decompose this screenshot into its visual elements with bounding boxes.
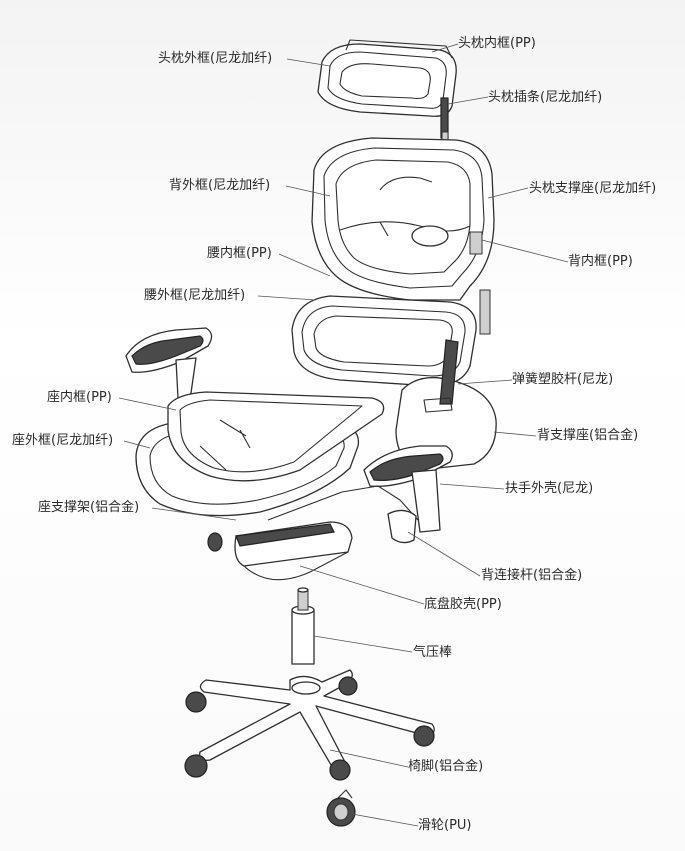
gas-lift-part — [291, 587, 315, 665]
label-headrest-outer-frame: 头枕外框(尼龙加纤) — [158, 51, 273, 66]
back-part — [311, 137, 495, 301]
label-headrest-insert-bar: 头枕插条(尼龙加纤) — [488, 90, 603, 105]
headrest-part — [317, 39, 457, 159]
label-seat-outer-frame: 座外框(尼龙加纤) — [12, 433, 114, 448]
label-back-connecting-rod: 背连接杆(铝合金) — [481, 568, 583, 583]
label-gas-lift: 气压棒 — [413, 645, 453, 660]
label-lumbar-inner-frame: 腰内框(PP) — [207, 246, 272, 261]
mechanism-part — [207, 485, 419, 581]
label-seat-inner-frame: 座内框(PP) — [47, 390, 112, 405]
label-spring-rod: 弹簧塑胶杆(尼龙) — [512, 372, 614, 387]
label-lumbar-outer-frame: 腰外框(尼龙加纤) — [144, 288, 246, 303]
label-back-outer-frame: 背外框(尼龙加纤) — [169, 178, 271, 193]
label-headrest-inner-frame: 头枕内框(PP) — [458, 36, 536, 51]
label-back-support-seat: 背支撑座(铝合金) — [537, 428, 639, 443]
label-seat-support-bracket: 座支撑架(铝合金) — [38, 500, 140, 515]
label-chair-base: 椅脚(铝合金) — [408, 759, 484, 774]
leader-lines — [118, 43, 569, 827]
lumbar-part — [291, 289, 491, 387]
armrests-part — [125, 327, 453, 533]
label-armrest-shell: 扶手外壳(尼龙) — [505, 481, 594, 496]
caster-part — [326, 789, 356, 827]
label-chassis-shell: 底盘胶壳(PP) — [424, 597, 502, 612]
label-headrest-support-seat: 头枕支撑座(尼龙加纤) — [529, 181, 657, 196]
label-back-inner-frame: 背内框(PP) — [568, 254, 633, 269]
seat-part — [135, 391, 385, 517]
base-part — [184, 669, 435, 781]
label-caster: 滑轮(PU) — [418, 818, 472, 833]
